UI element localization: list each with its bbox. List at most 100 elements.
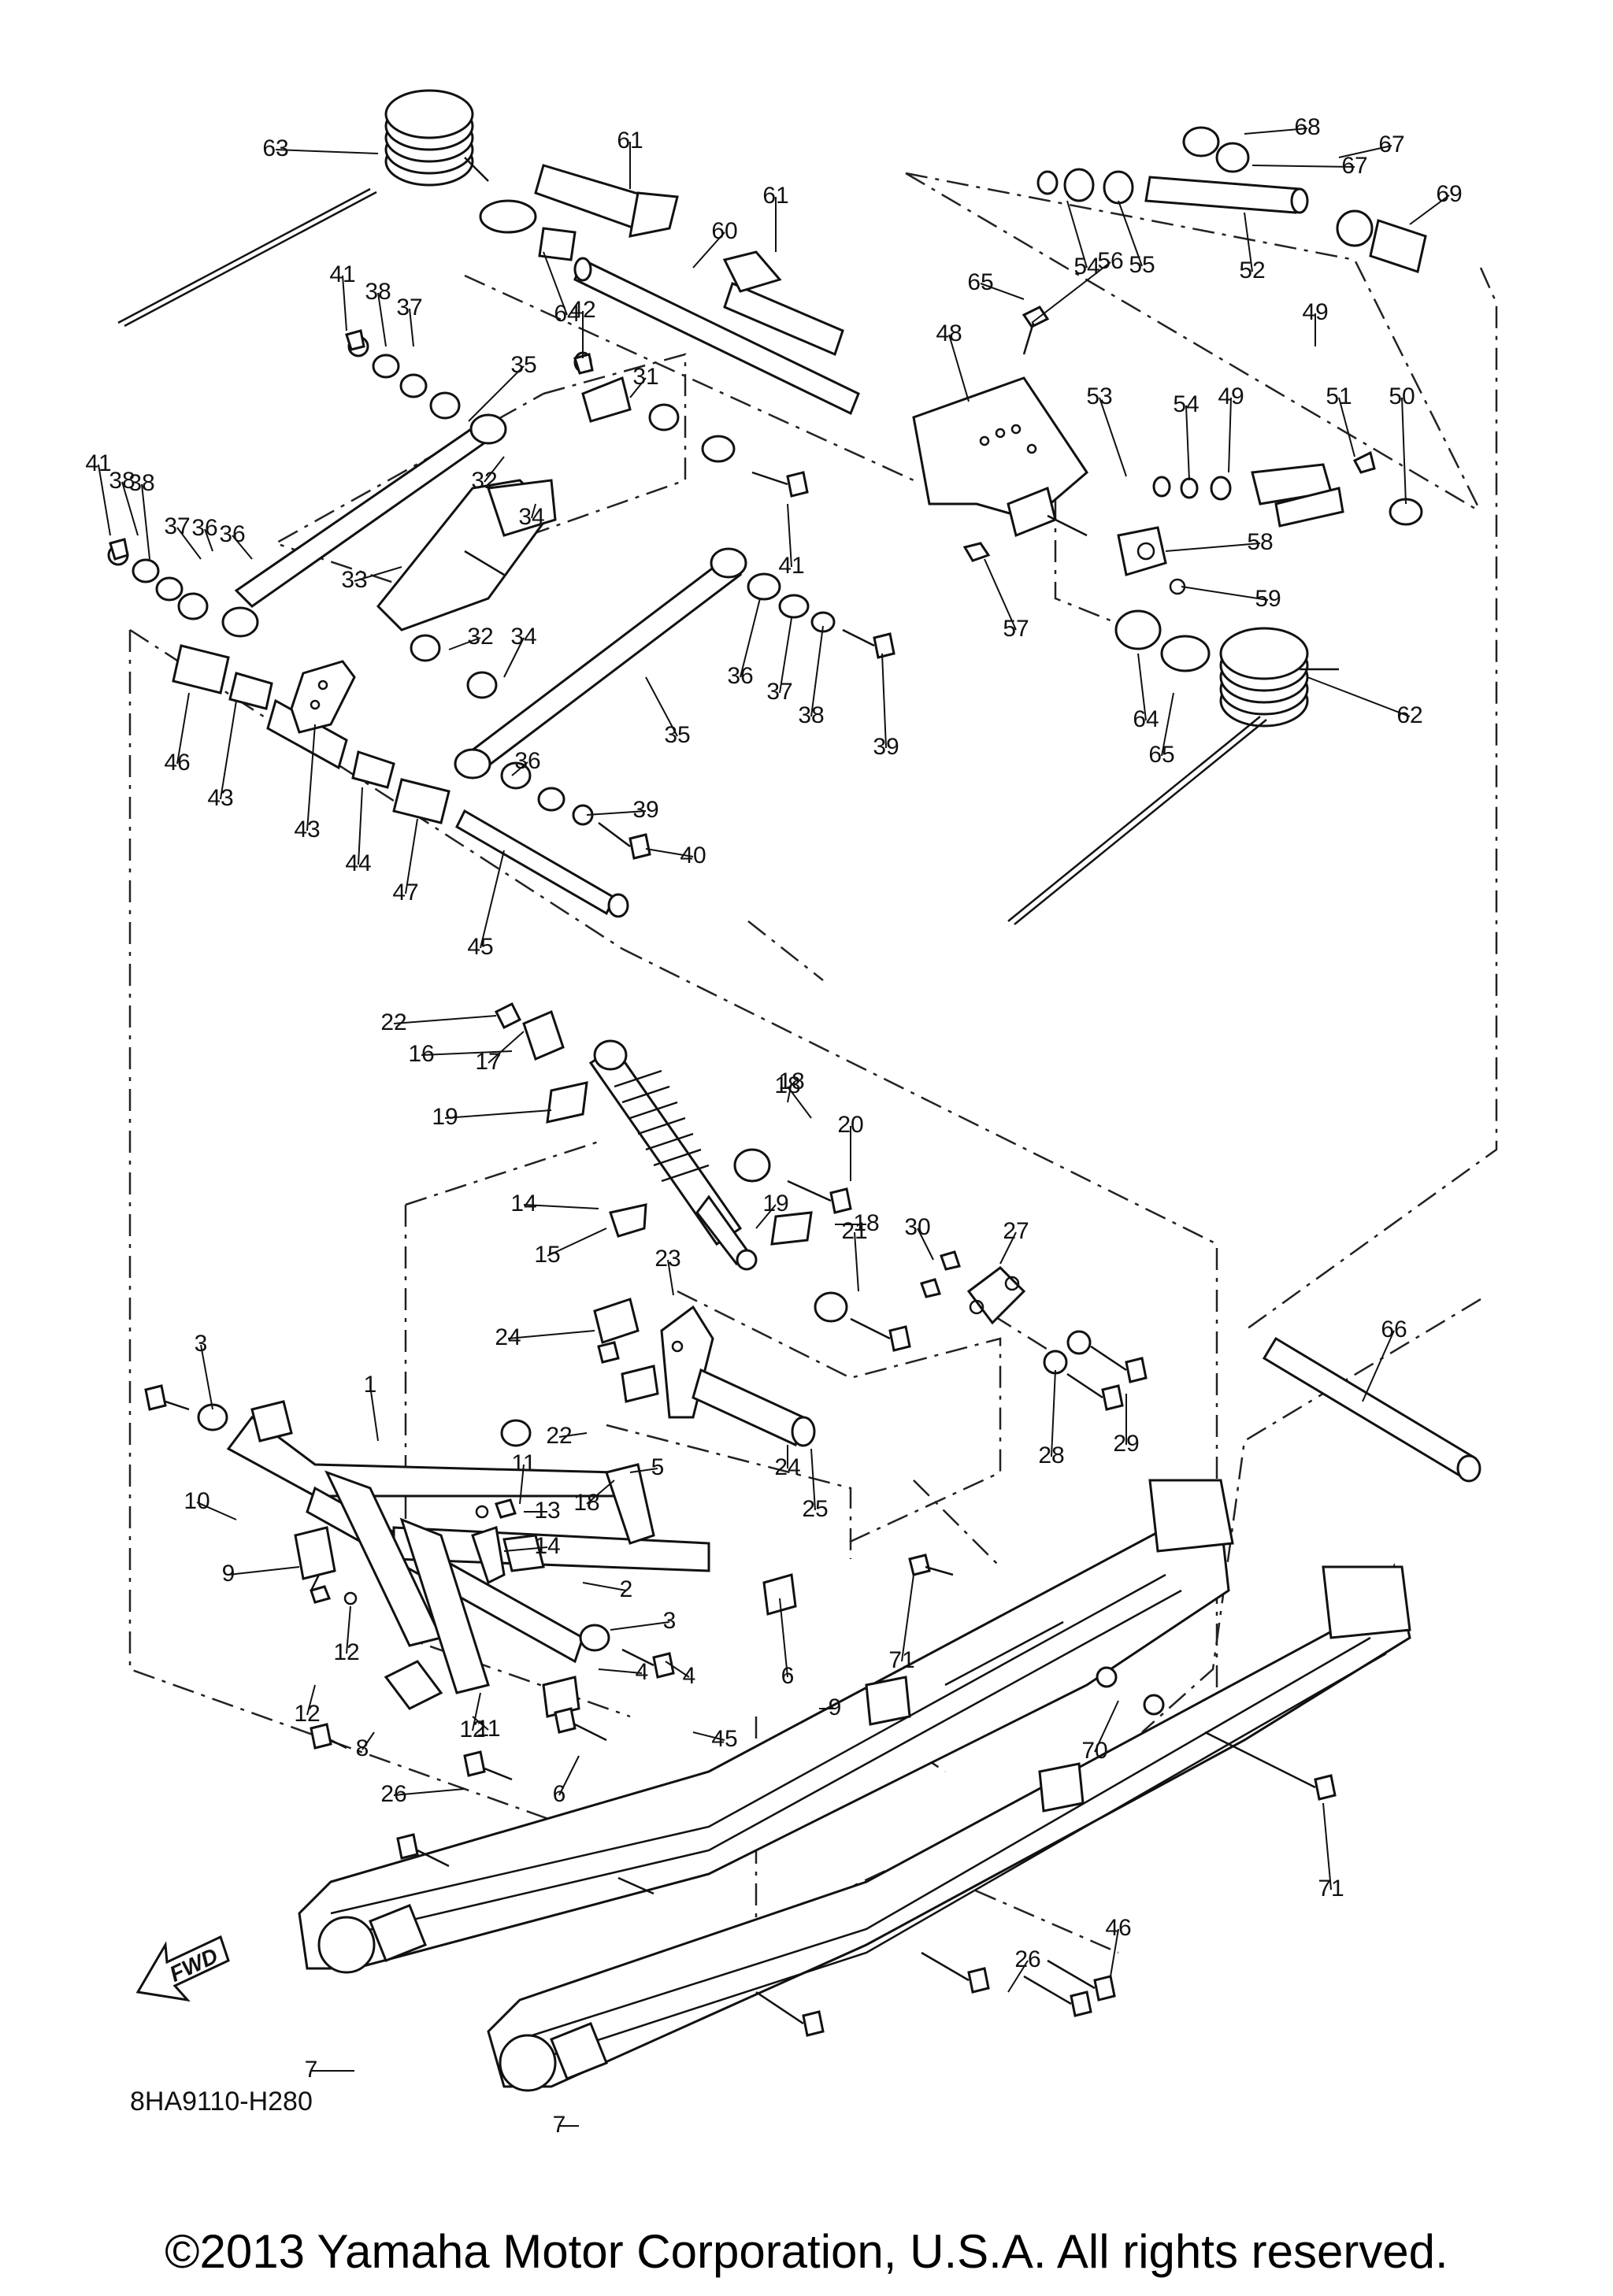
- leader-line: [980, 283, 1025, 300]
- callout-1: 1: [364, 1372, 377, 1398]
- bolts-center: [109, 329, 895, 860]
- leader-line: [306, 724, 316, 831]
- leader-line: [787, 1082, 792, 1103]
- slide-rail-right: [487, 1562, 1411, 2092]
- callout-50: 50: [1389, 383, 1415, 409]
- callout-36: 36: [514, 748, 540, 774]
- callout-38: 38: [365, 279, 391, 305]
- callout-30: 30: [904, 1214, 930, 1240]
- callout-48: 48: [936, 320, 962, 346]
- leader-line: [232, 535, 253, 560]
- leader-line: [984, 558, 1017, 631]
- leader-line: [1051, 1369, 1056, 1457]
- leader-line: [503, 637, 525, 678]
- callout-32: 32: [467, 624, 493, 650]
- leader-line: [369, 1385, 379, 1442]
- callout-70: 70: [1081, 1738, 1107, 1764]
- callout-8: 8: [356, 1735, 369, 1761]
- bushings-top: [479, 126, 1427, 672]
- callout-54: 54: [1173, 391, 1199, 417]
- leader-line: [488, 1031, 525, 1064]
- callout-22: 22: [380, 1009, 406, 1035]
- leader-line: [1181, 586, 1269, 601]
- callout-26: 26: [380, 1781, 406, 1807]
- callout-37: 37: [164, 513, 190, 539]
- leader-line: [1338, 397, 1355, 457]
- callout-56: 56: [1097, 248, 1123, 274]
- callout-51: 51: [1326, 383, 1352, 409]
- leader-line: [531, 503, 536, 519]
- lower-shaft-44: [455, 809, 629, 918]
- shaft-61-mid: [722, 250, 844, 357]
- callout-6: 6: [781, 1663, 795, 1689]
- leader-line: [547, 1228, 607, 1257]
- callout-67: 67: [1341, 153, 1367, 179]
- callout-18: 18: [853, 1210, 879, 1236]
- nut-57: [962, 542, 991, 562]
- copyright-notice: ©2013 Yamaha Motor Corporation, U.S.A. A…: [165, 2225, 1448, 2278]
- leader-line: [667, 1259, 674, 1296]
- leader-line: [787, 503, 792, 568]
- callout-40: 40: [680, 842, 706, 868]
- callout-24: 24: [495, 1324, 521, 1350]
- callout-64: 64: [554, 301, 580, 327]
- leader-line: [228, 1566, 300, 1576]
- callout-21: 21: [841, 1218, 867, 1244]
- leader-line: [121, 481, 139, 536]
- callout-66: 66: [1381, 1316, 1407, 1342]
- leader-line: [586, 1479, 615, 1505]
- leader-line: [1338, 145, 1392, 158]
- bushings-43-46: [172, 644, 451, 824]
- leader-line: [1251, 165, 1355, 168]
- leader-line: [1409, 194, 1450, 225]
- leader-line: [645, 676, 678, 737]
- callout-24: 24: [774, 1454, 800, 1480]
- leader-line: [523, 1204, 599, 1209]
- leader-line: [519, 1464, 525, 1505]
- callout-39: 39: [873, 734, 899, 760]
- callout-46: 46: [1105, 1915, 1131, 1941]
- callout-47: 47: [392, 880, 418, 905]
- leader-line: [1244, 128, 1308, 135]
- leader-line: [740, 598, 761, 678]
- leader-line: [141, 483, 150, 560]
- callout-58: 58: [1247, 529, 1273, 555]
- leader-line: [306, 1684, 316, 1716]
- leader-line: [200, 1344, 213, 1410]
- callout-18: 18: [778, 1068, 804, 1094]
- leader-line: [480, 850, 505, 949]
- leader-line: [629, 377, 647, 398]
- leader-line: [558, 1432, 588, 1438]
- leader-line: [543, 251, 568, 316]
- callout-38: 38: [109, 468, 135, 494]
- callout-61: 61: [762, 183, 788, 209]
- callout-4: 4: [683, 1663, 696, 1689]
- callout-43: 43: [294, 817, 320, 842]
- leader-line: [377, 292, 387, 347]
- leader-line: [176, 692, 190, 765]
- bracket-23-spacers: [593, 1298, 816, 1447]
- leader-line: [1137, 653, 1147, 721]
- callout-33: 33: [341, 567, 367, 593]
- leader-line: [484, 456, 505, 483]
- callout-41: 41: [329, 261, 355, 287]
- leader-line: [507, 1330, 595, 1339]
- callout-54: 54: [1073, 254, 1099, 280]
- leader-line: [692, 1731, 725, 1741]
- fwd-arrow-icon: FWD: [135, 1935, 230, 2002]
- leader-lines: [98, 128, 1450, 2127]
- callout-53: 53: [1086, 383, 1112, 409]
- callout-4: 4: [636, 1659, 649, 1685]
- rail-bolts: [396, 1554, 1337, 2037]
- leader-line: [948, 334, 970, 402]
- callout-49: 49: [1302, 299, 1328, 325]
- callout-45: 45: [467, 934, 493, 960]
- leader-line: [1362, 1330, 1395, 1402]
- callout-37: 37: [396, 294, 422, 320]
- leader-line: [692, 231, 725, 268]
- callout-64: 64: [1133, 706, 1159, 732]
- callout-61: 61: [617, 128, 643, 154]
- callout-65: 65: [967, 269, 993, 295]
- leader-line: [1244, 212, 1253, 272]
- leader-line: [1094, 1700, 1119, 1753]
